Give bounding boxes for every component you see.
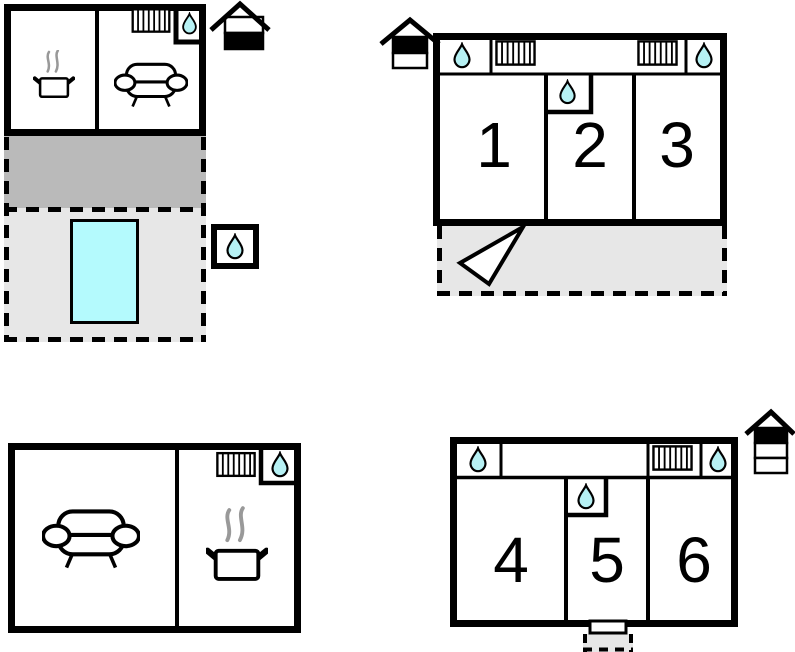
- entrance-door: [588, 619, 628, 635]
- bathroom-box: [546, 74, 594, 115]
- room-label: 6: [676, 524, 712, 596]
- bathroom-box: [258, 446, 299, 486]
- roof-icon: [379, 16, 441, 46]
- radiator-icon: [637, 40, 678, 66]
- direction-arrow-icon: [456, 221, 529, 287]
- room-divider-walls: [544, 74, 636, 222]
- room-label: 2: [572, 109, 608, 181]
- room-divider-walls: [564, 477, 650, 624]
- radiator-icon: [131, 8, 171, 33]
- level-band: [223, 31, 265, 51]
- bathroom-box: [173, 6, 204, 45]
- house-level-icon: [209, 0, 271, 51]
- floorplan-unit-bottom-right: 4 5 6: [450, 408, 795, 652]
- room-label: 3: [659, 109, 695, 181]
- level-band: [753, 426, 789, 445]
- radiator-icon: [216, 451, 256, 478]
- room-label: 5: [589, 524, 625, 596]
- room-label: 1: [476, 109, 512, 181]
- room-label: 4: [493, 524, 529, 596]
- level-band: [391, 51, 429, 70]
- house-level-icon: [744, 408, 795, 475]
- corridor-walls: [457, 444, 734, 480]
- outdoor-dashed-border: [4, 137, 206, 342]
- terrace-area: [4, 136, 206, 208]
- roof-icon: [209, 0, 271, 32]
- roof-icon: [744, 408, 795, 436]
- level-band: [753, 456, 789, 475]
- level-band: [391, 35, 429, 55]
- building-outline: [433, 33, 727, 226]
- level-band: [753, 441, 789, 460]
- pool: [70, 219, 139, 324]
- bathroom-box: [568, 477, 609, 518]
- floorplan-unit-top-right: 1 2 3: [379, 16, 727, 296]
- radiator-icon: [495, 40, 536, 66]
- floorplan-unit-bottom-left: [8, 443, 301, 633]
- house-level-icon: [379, 16, 441, 70]
- terrace-dashed-border: [437, 226, 727, 296]
- corridor-walls: [440, 40, 723, 76]
- floorplan-unit-top-left: [4, 0, 271, 342]
- radiator-icon: [652, 445, 693, 471]
- entrance-steps-dashed-border: [583, 634, 633, 652]
